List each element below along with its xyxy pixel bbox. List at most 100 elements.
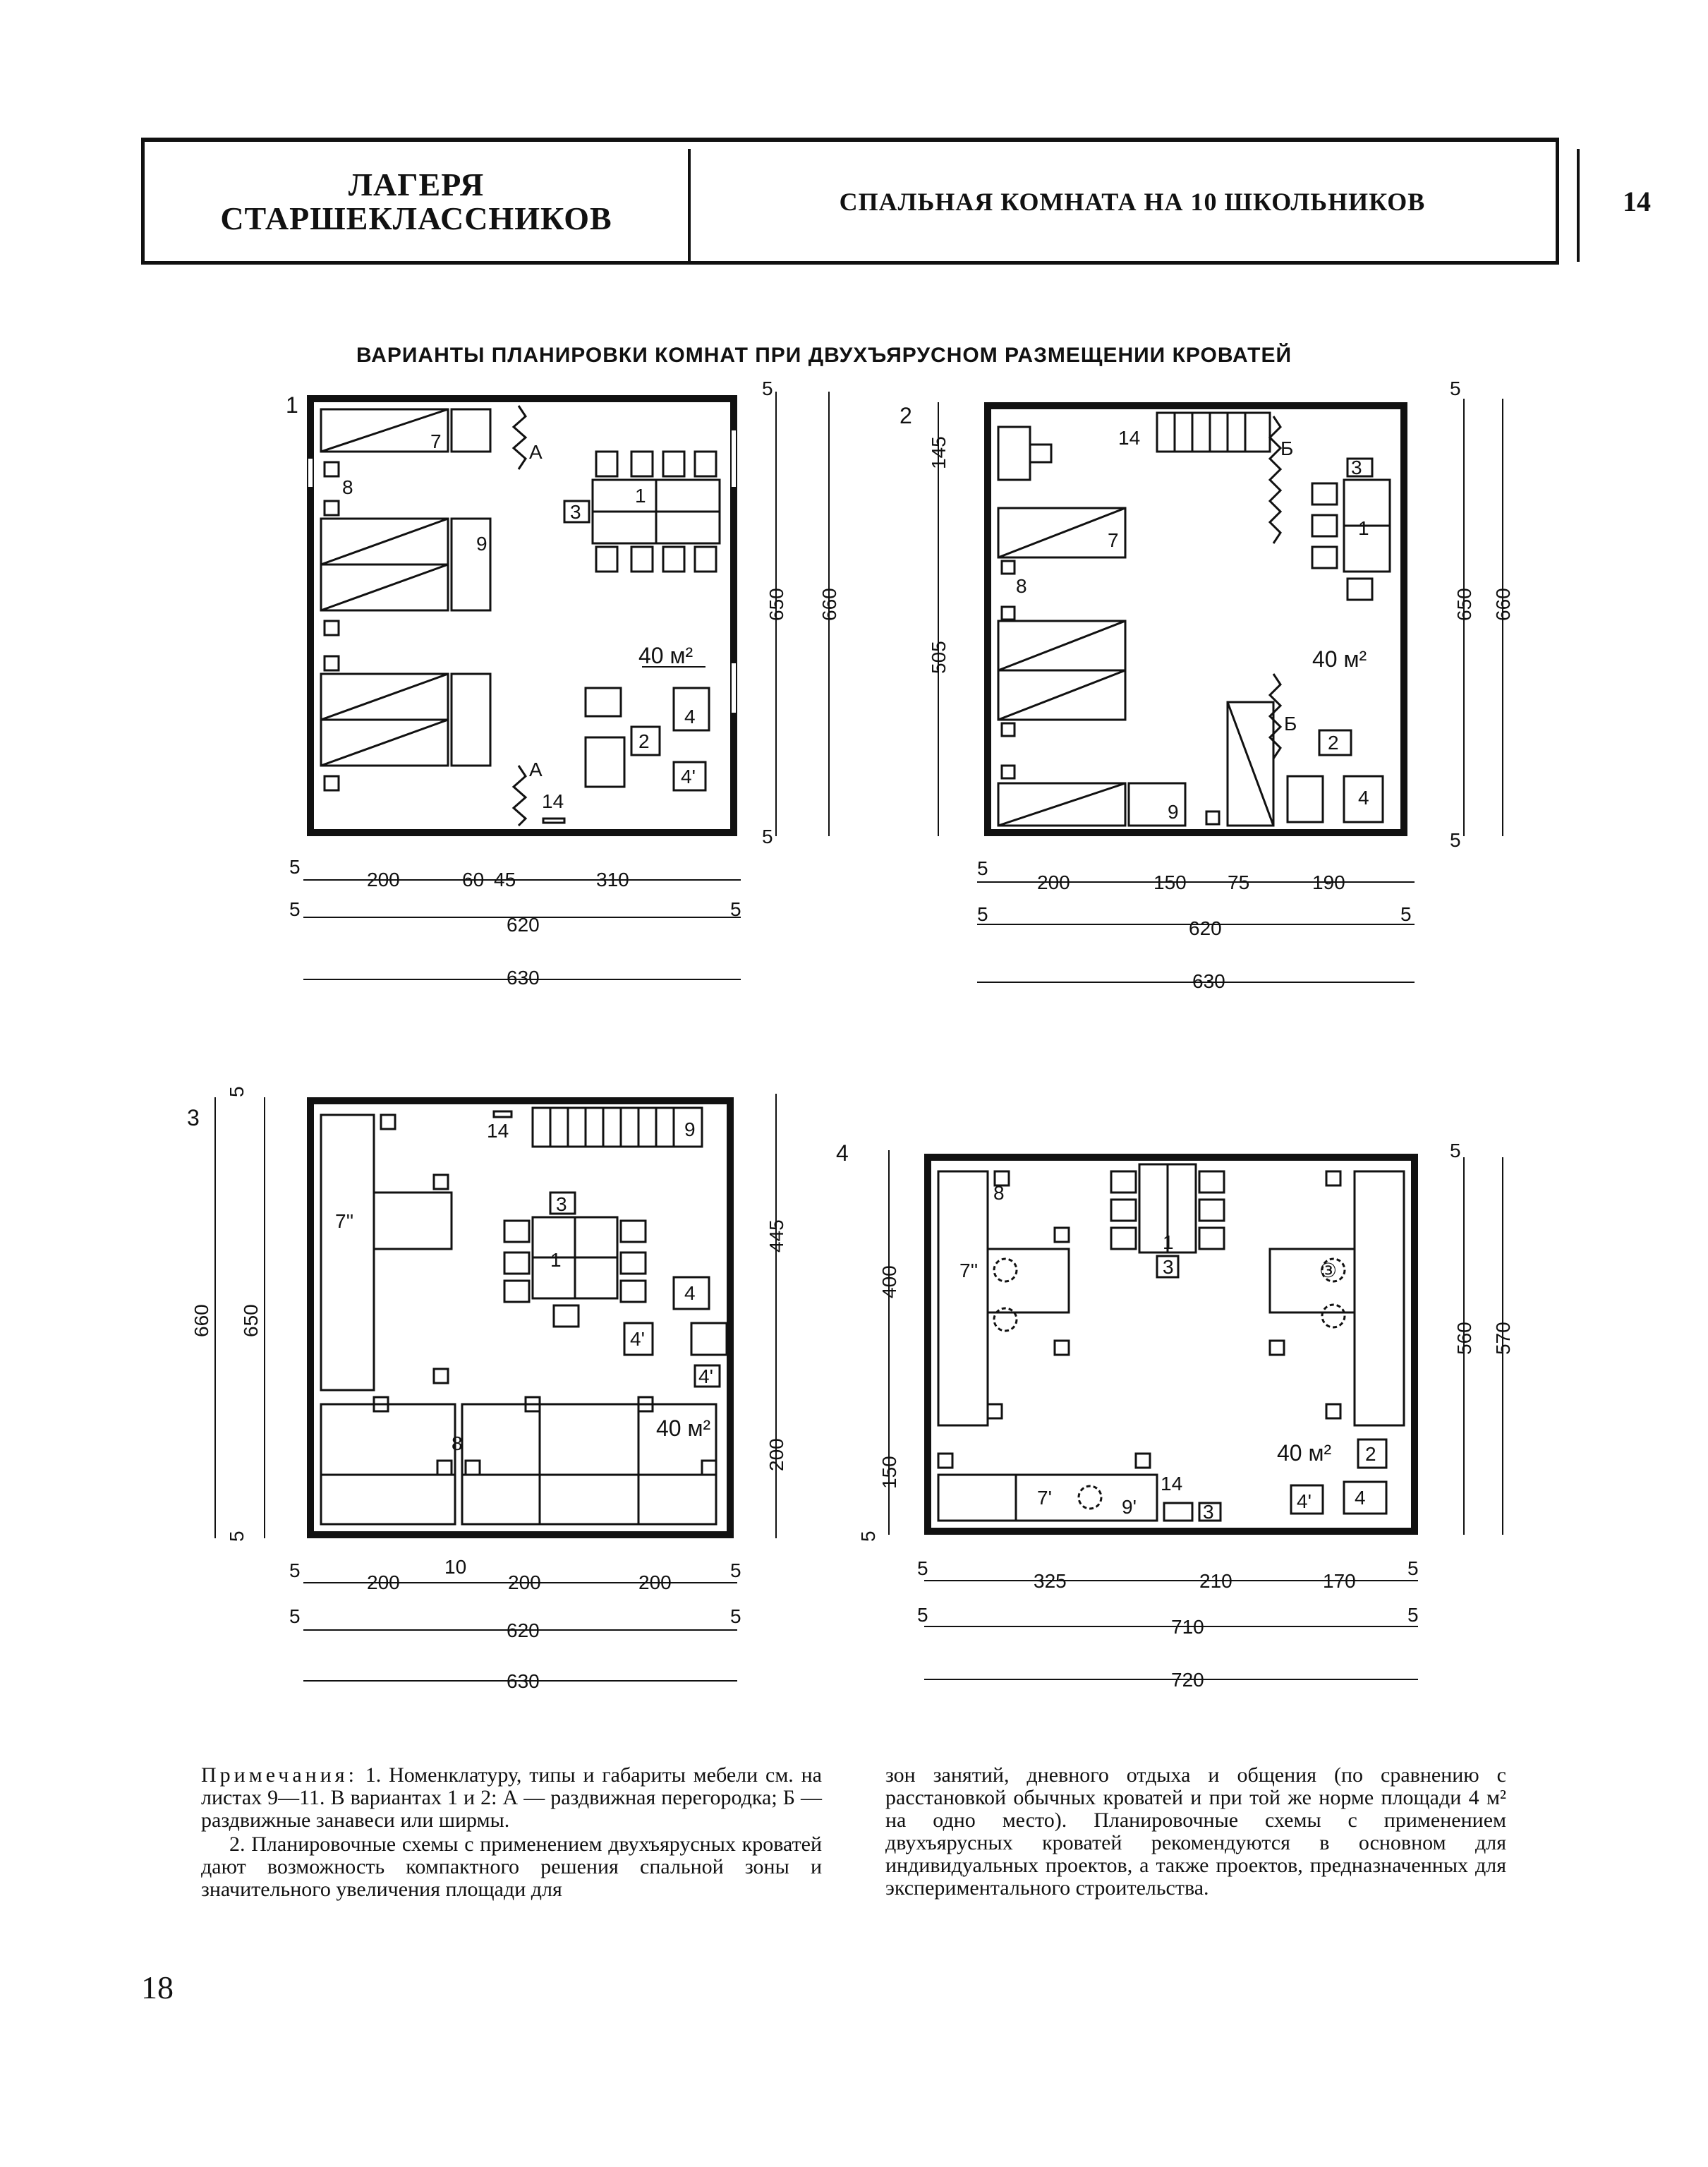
plan-number: 2: [900, 403, 912, 428]
dimension: 150: [1153, 871, 1187, 893]
dimension: 5: [1450, 378, 1461, 399]
dimension: 325: [1034, 1570, 1067, 1592]
dimension: 570: [1492, 1322, 1514, 1355]
plan-1: [303, 392, 830, 980]
furniture-label: 9': [1122, 1496, 1137, 1518]
plan-number: 4: [836, 1140, 849, 1166]
plan-number: 1: [286, 392, 298, 418]
plan-2: [938, 399, 1503, 983]
dimension: 5: [762, 378, 773, 399]
curtain-label: Б: [1280, 437, 1293, 459]
dimension: 560: [1453, 1322, 1475, 1355]
dimension: 5: [977, 903, 988, 925]
dimension: 5: [1407, 1604, 1419, 1626]
furniture-label: 7: [430, 430, 442, 452]
dimension: 190: [1312, 871, 1345, 893]
header-divider: [1577, 149, 1580, 262]
furniture-label: 2: [1365, 1443, 1376, 1465]
dimension: 630: [507, 967, 540, 989]
dimension: 150: [878, 1456, 900, 1489]
dimension: 10: [444, 1556, 466, 1578]
furniture-label: 14: [1161, 1473, 1182, 1495]
dimension: 5: [289, 856, 301, 878]
furniture-label: 4': [681, 766, 696, 787]
furniture-label: 3: [556, 1193, 567, 1215]
dimension: 5: [289, 1559, 301, 1581]
dimension: 5: [917, 1557, 928, 1579]
dimension: 170: [1323, 1570, 1356, 1592]
furniture-label: 7'': [335, 1210, 353, 1232]
furniture-label: 4': [698, 1365, 713, 1387]
furniture-label: 1: [1358, 517, 1369, 539]
plan-number: 3: [187, 1105, 200, 1130]
dimension: 660: [190, 1304, 212, 1337]
dimension: 75: [1228, 871, 1249, 893]
dimension: 630: [507, 1670, 540, 1692]
dimension: 200: [367, 869, 400, 891]
dimension: 505: [928, 641, 950, 674]
plan-4: [888, 1150, 1503, 1680]
note-2-continued: зон занятий, дневного отдыха и общения (…: [885, 1763, 1506, 1900]
dimension: 620: [1189, 917, 1222, 939]
furniture-label: 9: [1168, 801, 1179, 823]
dimension: 5: [1450, 1140, 1461, 1161]
plan-3: [214, 1094, 777, 1682]
dimension: 5: [730, 1559, 741, 1581]
dimension: 200: [638, 1571, 672, 1593]
dimension: 630: [1192, 970, 1225, 992]
furniture-label: 9: [476, 533, 487, 555]
dimension: 5: [226, 1531, 248, 1542]
room-area: 40 м²: [1277, 1440, 1331, 1466]
furniture-label: ③: [1319, 1260, 1337, 1281]
dimension: 660: [1492, 588, 1514, 621]
furniture-label: 3: [1203, 1501, 1214, 1523]
room-area: 40 м²: [656, 1416, 710, 1441]
dimension: 200: [1037, 871, 1070, 893]
furniture-label: 4': [1297, 1490, 1312, 1512]
dimension: 650: [240, 1304, 262, 1337]
furniture-label: 8: [452, 1432, 463, 1454]
furniture-label: 4: [1355, 1487, 1366, 1509]
dimension: 620: [507, 914, 540, 936]
dimension: 200: [765, 1438, 787, 1471]
dimension: 5: [857, 1531, 879, 1542]
furniture-label: 3: [570, 501, 581, 523]
dimension: 5: [977, 857, 988, 879]
furniture-label: 2: [638, 730, 650, 752]
dimension: 5: [1407, 1557, 1419, 1579]
furniture-label: 7': [1037, 1487, 1052, 1509]
dimension: 445: [765, 1219, 787, 1252]
furniture-label: 3: [1351, 457, 1362, 478]
dimension: 400: [878, 1265, 900, 1298]
furniture-label: 4': [630, 1328, 645, 1350]
furniture-label: 7: [1108, 529, 1119, 551]
dimension: 620: [507, 1619, 540, 1641]
sheet-number: 14: [1623, 186, 1651, 217]
furniture-label: 8: [342, 476, 353, 498]
furniture-label: 14: [542, 790, 564, 812]
dimension: 5: [289, 898, 301, 920]
room-area: 40 м²: [638, 643, 693, 668]
furniture-label: 1: [1163, 1231, 1174, 1253]
furniture-label: 3: [1163, 1256, 1174, 1278]
dimension: 200: [508, 1571, 541, 1593]
furniture-label: 4: [1358, 787, 1369, 809]
dimension: 5: [917, 1604, 928, 1626]
dimension: 5: [730, 1605, 741, 1627]
note-2: 2. Планировочные схемы с применением дву…: [201, 1833, 822, 1901]
page-number: 18: [141, 1969, 174, 2005]
dimension: 660: [818, 588, 840, 621]
note-1: 1. Номенклатуру, типы и габариты мебели …: [201, 1763, 822, 1832]
furniture-label: 2: [1328, 732, 1339, 754]
sheet-title: СПАЛЬНАЯ КОМНАТА НА 10 ШКОЛЬНИКОВ: [839, 187, 1426, 216]
dimension: 310: [596, 869, 629, 891]
dimension: 200: [367, 1571, 400, 1593]
dimension: 650: [1453, 588, 1475, 621]
furniture-label: 7'': [959, 1260, 978, 1281]
dimension: 5: [762, 826, 773, 847]
furniture-label: 1: [550, 1249, 562, 1271]
furniture-label: 14: [487, 1120, 509, 1142]
dimension: 5: [730, 898, 741, 920]
